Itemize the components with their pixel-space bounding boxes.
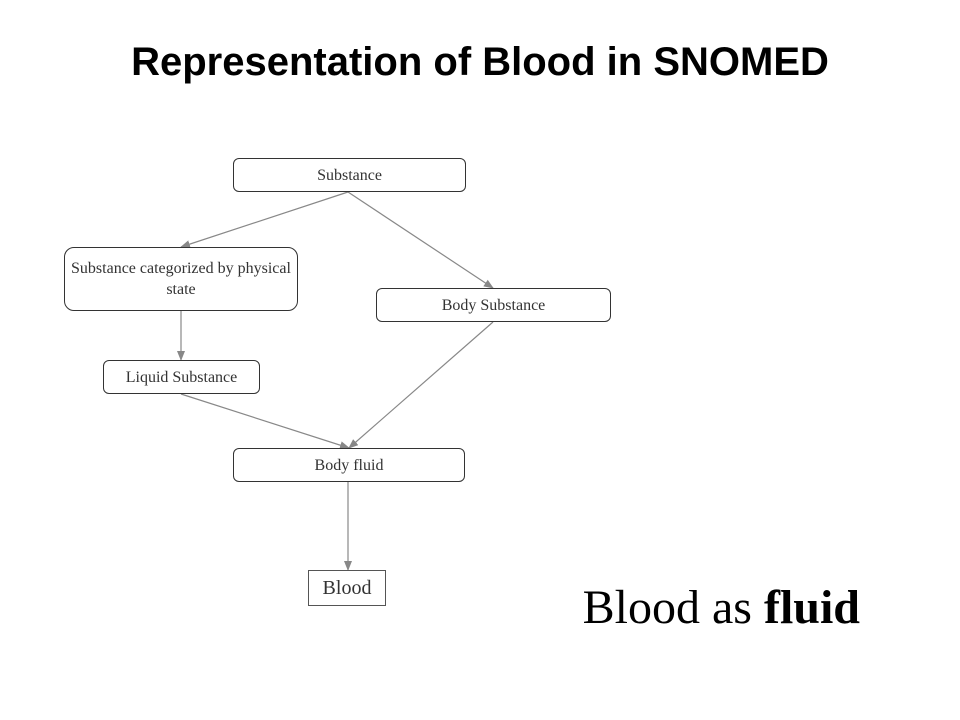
arrow-substance-to-body-substance <box>347 191 494 289</box>
node-blood: Blood <box>308 570 386 606</box>
arrow-liquid-to-body-fluid <box>180 393 350 450</box>
arrow-body-substance-to-body-fluid <box>348 321 494 449</box>
node-body-substance: Body Substance <box>376 288 611 322</box>
node-body-fluid: Body fluid <box>233 448 465 482</box>
node-liquid-substance: Liquid Substance <box>103 360 260 394</box>
node-substance-categorized: Substance categorized by physical state <box>64 247 298 311</box>
node-substance: Substance <box>233 158 466 192</box>
caption: Blood as fluid <box>560 580 860 636</box>
caption-emphasis: fluid <box>763 581 860 634</box>
caption-prefix: Blood as <box>582 581 752 634</box>
arrow-substance-to-categorized <box>180 191 349 248</box>
slide-title: Representation of Blood in SNOMED <box>131 40 829 84</box>
